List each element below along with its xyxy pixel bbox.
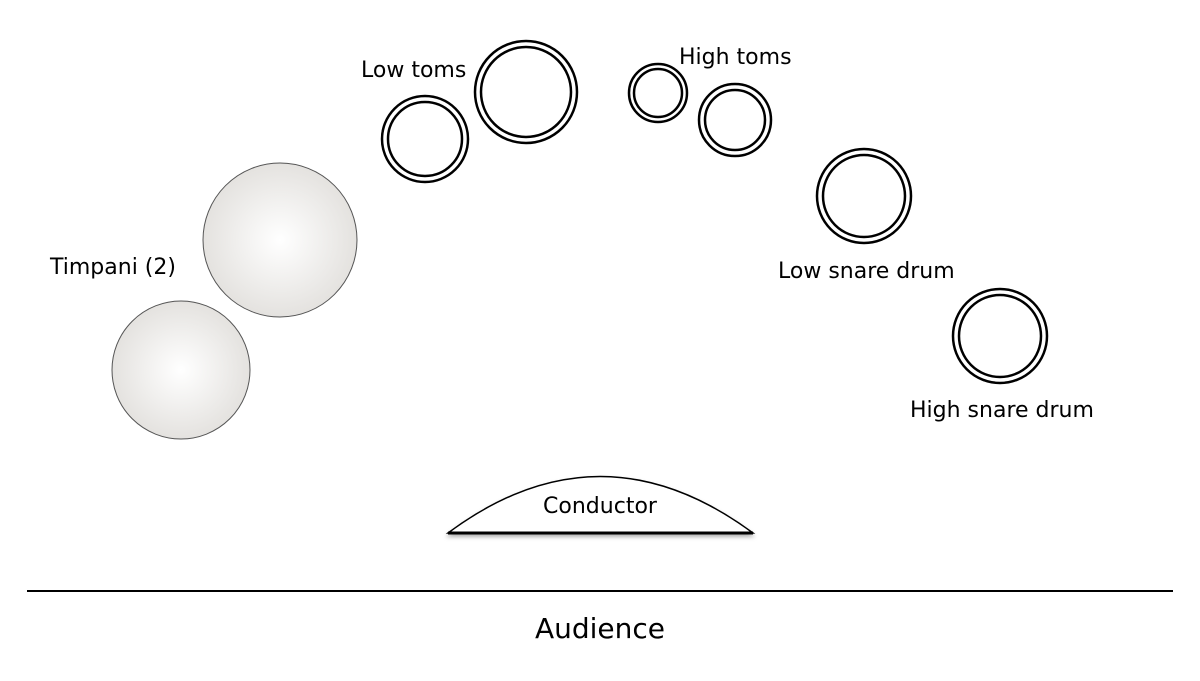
high-tom-small: [627, 62, 689, 124]
conductor-podium-shape: [445, 475, 756, 534]
low-snare-group: Low snare drum: [778, 147, 955, 284]
high-snare-drum: [951, 287, 1049, 385]
conductor-podium: Conductor: [445, 475, 756, 535]
high-toms-group: High toms: [627, 45, 792, 158]
high-snare-group: High snare drum: [910, 287, 1094, 423]
low-snare-drum: [815, 147, 913, 245]
timpani-drum-lower: [111, 300, 251, 440]
timpani-drum-upper: [202, 162, 358, 318]
high-toms-label: High toms: [679, 45, 792, 70]
high-snare-label: High snare drum: [910, 398, 1094, 423]
low-toms-label: Low toms: [361, 58, 466, 83]
conductor-label: Conductor: [543, 494, 658, 519]
low-tom-large: [473, 39, 579, 145]
low-toms-group: Low toms: [361, 39, 579, 184]
timpani-label: Timpani (2): [49, 255, 176, 280]
audience-label: Audience: [535, 612, 665, 645]
low-tom-small: [380, 94, 470, 184]
timpani-group: Timpani (2): [49, 162, 358, 440]
low-snare-label: Low snare drum: [778, 259, 955, 284]
high-tom-large: [697, 82, 773, 158]
